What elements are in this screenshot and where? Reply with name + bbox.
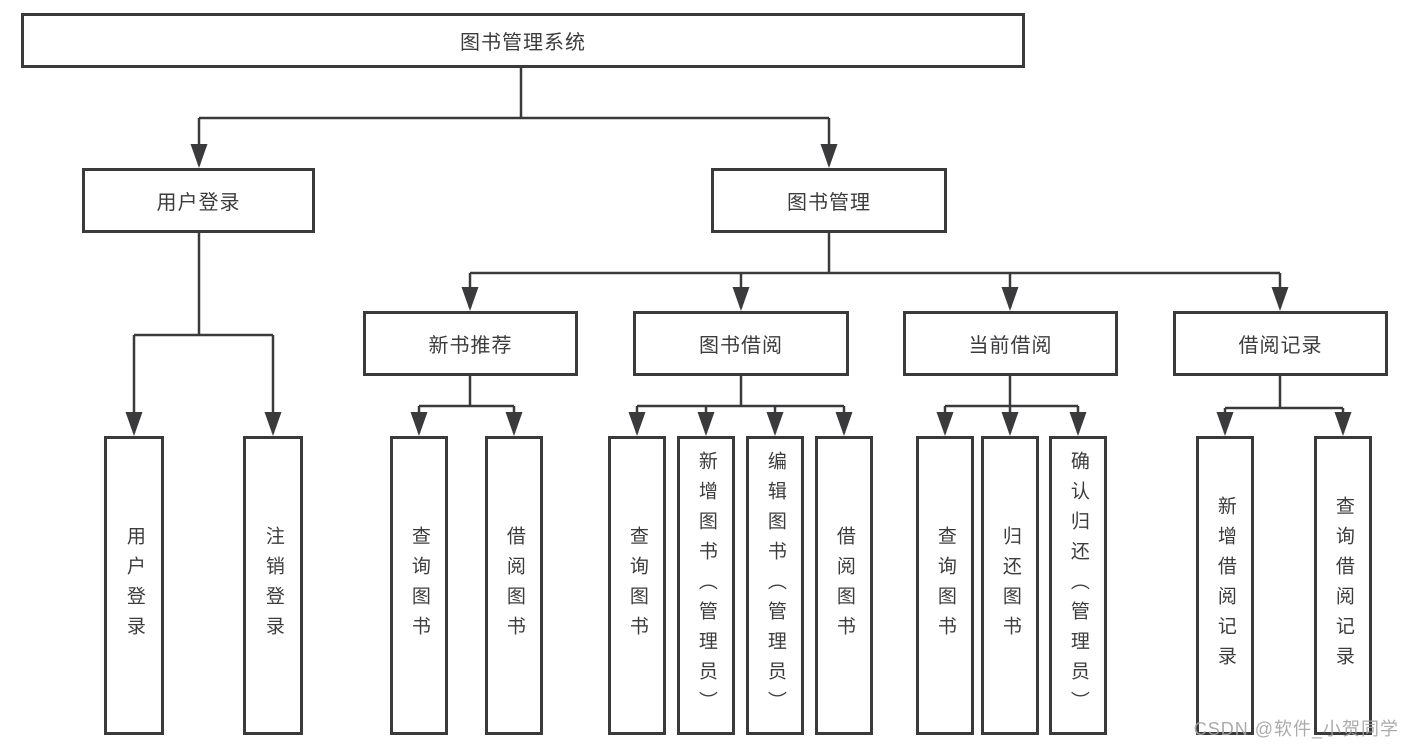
leaf-return-books-label: 归还图书	[999, 525, 1021, 646]
leaf-query-books-current: 查询图书	[916, 436, 974, 735]
node-borrow-records-label: 借阅记录	[1238, 335, 1323, 357]
node-root: 图书管理系统	[21, 13, 1025, 68]
leaf-query-books-borrow-label: 查询图书	[626, 525, 648, 646]
node-borrow-records: 借阅记录	[1173, 311, 1388, 376]
leaf-logout: 注销登录	[243, 436, 303, 735]
leaf-confirm-return-admin-label: 确认归还（管理员）	[1067, 450, 1089, 721]
leaf-add-borrow-record-label: 新增借阅记录	[1214, 495, 1236, 676]
leaf-query-books-recommend: 查询图书	[390, 436, 448, 735]
node-book-management-label: 图书管理	[787, 192, 871, 214]
leaf-edit-books-admin-label: 编辑图书（管理员）	[764, 450, 786, 721]
leaf-borrow-books-label: 借阅图书	[833, 525, 855, 646]
leaf-borrow-books-recommend: 借阅图书	[485, 436, 543, 735]
leaf-confirm-return-admin: 确认归还（管理员）	[1049, 436, 1107, 735]
leaf-user-login-label: 用户登录	[123, 525, 145, 646]
node-user-login-label: 用户登录	[156, 192, 241, 214]
node-current-borrow: 当前借阅	[903, 311, 1118, 376]
leaf-query-books-recommend-label: 查询图书	[408, 525, 430, 646]
leaf-edit-books-admin: 编辑图书（管理员）	[746, 436, 804, 735]
node-root-label: 图书管理系统	[460, 32, 586, 54]
node-user-login: 用户登录	[82, 168, 315, 233]
node-book-borrow-label: 图书借阅	[699, 335, 783, 357]
leaf-add-books-admin: 新增图书（管理员）	[677, 436, 735, 735]
csdn-watermark: CSDN @软件_小贺同学	[1193, 719, 1399, 739]
leaf-borrow-books: 借阅图书	[815, 436, 873, 735]
leaf-logout-label: 注销登录	[262, 525, 284, 646]
leaf-query-borrow-record-label: 查询借阅记录	[1332, 495, 1354, 676]
node-book-borrow: 图书借阅	[633, 311, 849, 376]
leaf-query-borrow-record: 查询借阅记录	[1314, 436, 1372, 735]
leaf-return-books: 归还图书	[981, 436, 1039, 735]
node-new-book-recommend: 新书推荐	[363, 311, 578, 376]
leaf-add-books-admin-label: 新增图书（管理员）	[695, 450, 717, 721]
node-current-borrow-label: 当前借阅	[968, 335, 1053, 357]
leaf-user-login: 用户登录	[104, 436, 164, 735]
node-new-book-recommend-label: 新书推荐	[428, 335, 513, 357]
node-book-management: 图书管理	[711, 168, 947, 233]
leaf-query-books-current-label: 查询图书	[934, 525, 956, 646]
leaf-query-books-borrow: 查询图书	[608, 436, 666, 735]
leaf-add-borrow-record: 新增借阅记录	[1196, 436, 1254, 735]
leaf-borrow-books-recommend-label: 借阅图书	[503, 525, 525, 646]
